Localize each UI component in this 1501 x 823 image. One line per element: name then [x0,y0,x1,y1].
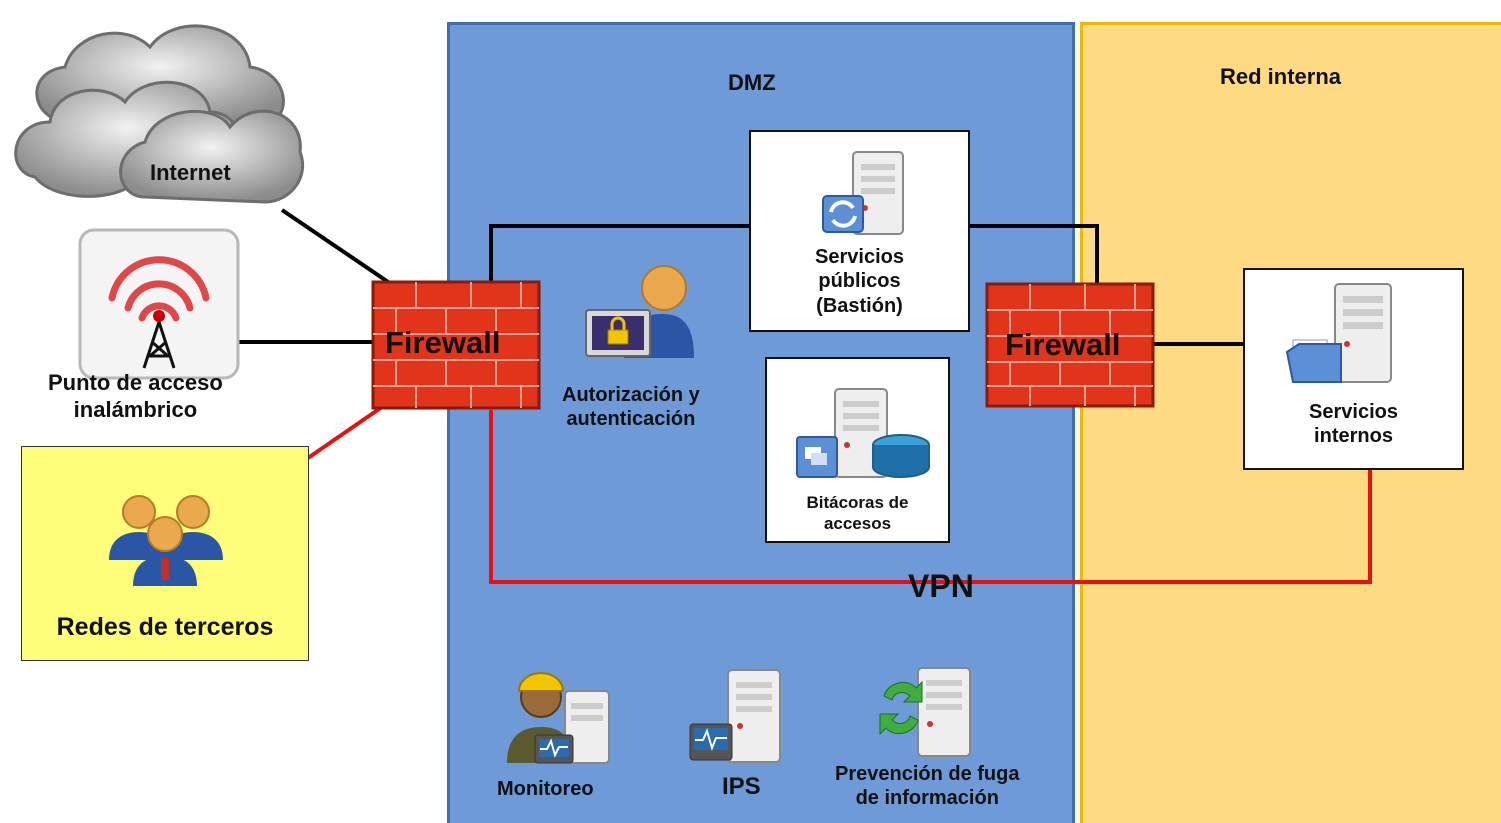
dlp-server-icon [879,667,971,757]
server-sync-icon [822,151,904,235]
firewall-left-label: Firewall [385,325,501,360]
third-party-link [306,405,384,460]
users-group-icon [109,495,223,586]
cloud-icon [14,24,305,204]
auth-label: Autorización y autenticación [562,384,700,431]
wireless-label: Punto de acceso inalámbrico [48,370,223,422]
ips-label: IPS [722,773,761,800]
public-services-label: Servicios públicos (Bastión) [815,246,904,317]
firewall-left-icon [371,280,541,410]
access-logs-label: Bitácoras de accesos [806,493,909,533]
user-lock-icon [585,265,694,358]
server-database-icon [796,388,930,478]
dlp-label: Prevención de fuga de información [835,763,1020,810]
dmz-backbone [489,224,750,285]
vpn-label: VPN [908,568,974,604]
third-party-label: Redes de terceros [56,613,274,641]
ips-server-icon [689,669,781,763]
wireless-antenna-icon [78,228,240,380]
bastion-to-internal [968,224,1099,285]
monitoring-operator-icon [507,672,610,764]
firewall-right-label: Firewall [1005,327,1121,362]
internet-link [280,208,402,292]
server-folder-icon [1285,283,1392,383]
vpn-link [489,410,1372,584]
dmz-label: DMZ [728,70,776,95]
firewall-right-icon [985,282,1155,408]
internal-services-label: Servicios internos [1309,401,1398,448]
internet-label: Internet [150,160,231,185]
internal-zone-label: Red interna [1220,64,1342,89]
monitoring-label: Monitoreo [497,778,594,800]
